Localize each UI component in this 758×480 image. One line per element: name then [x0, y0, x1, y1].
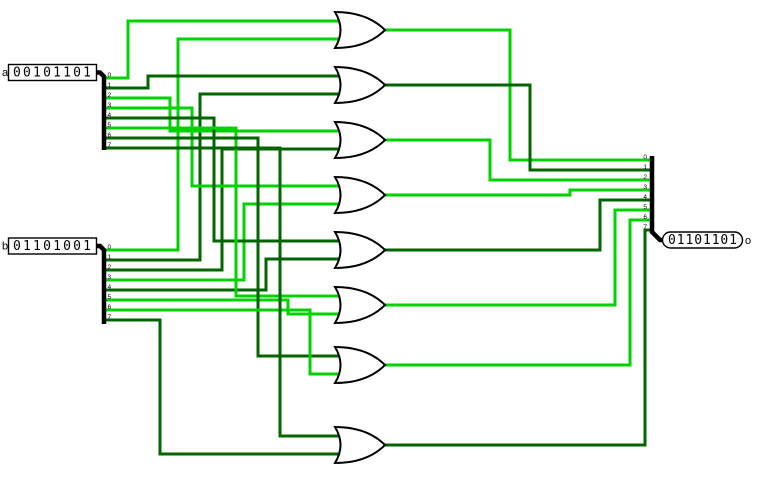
- splitter-bit-label: 6: [108, 132, 112, 139]
- wire-a-bit1: [106, 74, 341, 90]
- input-b-label: b: [2, 241, 8, 253]
- or-gate-bit5[interactable]: [333, 285, 387, 325]
- wire-out-bit7: [385, 228, 650, 447]
- wire-b-bit0: [106, 37, 341, 252]
- splitter-bit-label: 5: [108, 122, 112, 129]
- splitter-output[interactable]: [649, 156, 663, 243]
- splitter-bit-label: 3: [108, 102, 112, 109]
- wire-b-bit5: [106, 298, 341, 316]
- wire-out-bit1: [385, 83, 650, 172]
- wire-a-bit6: [106, 136, 341, 358]
- splitter-input-b[interactable]: [96, 243, 107, 324]
- or-gate-bit4[interactable]: [333, 230, 387, 270]
- splitter-bit-label: 6: [643, 214, 647, 221]
- output-label: o: [745, 235, 751, 247]
- wire-a-bit2: [106, 96, 341, 133]
- splitter-bit-label: 0: [643, 154, 647, 161]
- splitter-bit-label: 5: [643, 204, 647, 211]
- wire-out-bit5: [385, 208, 650, 307]
- splitter-bit-label: 7: [643, 224, 647, 231]
- splitter-bit-label: 7: [108, 314, 112, 321]
- wire-out-bit2: [385, 138, 650, 182]
- input-pin-a[interactable]: 00101101: [7, 63, 98, 82]
- wire-b-bit7: [106, 318, 341, 456]
- wire-b-bit6: [106, 308, 341, 376]
- wire-b-bit4: [106, 257, 341, 292]
- splitter-bit-label: 2: [643, 174, 647, 181]
- input-a-label: a: [2, 67, 9, 79]
- splitter-bit-label: 3: [643, 184, 647, 191]
- splitter-input-a[interactable]: [96, 70, 107, 151]
- input-pin-b[interactable]: 01101001: [7, 237, 98, 255]
- wires-layer: [106, 19, 650, 456]
- or-gate-bit0[interactable]: [333, 10, 387, 50]
- splitter-bit-label: 1: [108, 254, 112, 261]
- splitter-bit-label: 1: [643, 164, 647, 171]
- wire-out-bit3: [385, 188, 650, 197]
- wire-out-bit0: [385, 28, 650, 162]
- splitter-bit-label: 3: [108, 274, 112, 281]
- splitter-bit-label: 4: [643, 194, 647, 201]
- splitter-bit-label: 2: [108, 264, 112, 271]
- splitter-bit-label: 7: [108, 142, 112, 149]
- splitter-bit-label: 1: [108, 82, 112, 89]
- splitter-bit-label: 4: [108, 112, 112, 119]
- wire-b-bit2: [106, 147, 341, 272]
- wire-out-bit6: [385, 218, 650, 367]
- wire-b-bit1: [106, 92, 341, 262]
- splitter-bit-label: 6: [108, 304, 112, 311]
- splitter-bit-label: 0: [108, 244, 112, 251]
- bit-labels-layer: 0 0 0 1 1 1 2 2 2 3 3 3 4 4 4 5 5 5 6 6 6 7 7 7: [108, 72, 648, 321]
- or-gate-bit2[interactable]: [333, 120, 387, 160]
- wire-a-bit5: [106, 126, 341, 298]
- splitter-bit-label: 0: [108, 72, 112, 79]
- splitter-bit-label: 2: [108, 92, 112, 99]
- wire-a-bit0: [106, 19, 341, 80]
- or-gate-bit1[interactable]: [333, 65, 387, 105]
- output-value: 01101101: [668, 233, 737, 248]
- wire-a-bit7: [106, 146, 341, 438]
- splitter-bit-label: 4: [108, 284, 112, 291]
- wire-a-bit4: [106, 116, 341, 243]
- wire-out-bit4: [385, 198, 650, 252]
- gates-layer: [333, 10, 387, 465]
- output-pin: 01101101: [661, 231, 744, 249]
- or-gate-bit6[interactable]: [333, 345, 387, 385]
- or-gate-bit3[interactable]: [333, 175, 387, 215]
- splitter-bit-label: 5: [108, 294, 112, 301]
- or-gate-bit7[interactable]: [333, 425, 387, 465]
